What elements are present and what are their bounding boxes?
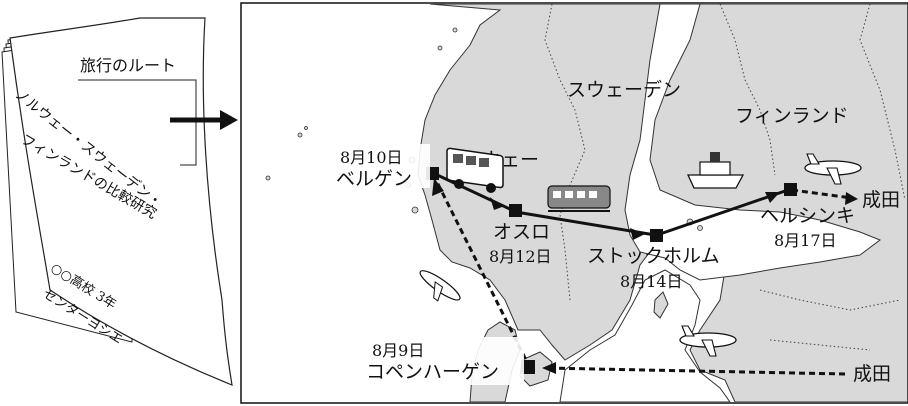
borders xyxy=(544,4,906,351)
bergen-date: 8月10日 xyxy=(340,148,403,167)
ship-icon xyxy=(686,152,745,189)
airplane-icon-north-sea xyxy=(419,270,461,302)
train-icon xyxy=(547,185,611,212)
stop-marker-stockholm xyxy=(650,229,663,242)
helsinki-date: 8月17日 xyxy=(774,231,837,250)
route-bergen-oslo xyxy=(432,171,513,212)
booklet: 旅行のルート ノルウェー・スウェーデン・ フィンランドの比較研究 ○○高校 3年… xyxy=(1,17,233,386)
narita-east: 成田 xyxy=(862,189,900,211)
route-stockholm-helsinki xyxy=(656,188,789,237)
route-copenhagen-bergen xyxy=(434,179,532,369)
oslo-name: オスロ xyxy=(493,221,550,243)
bergen-name: ベルゲン xyxy=(336,168,412,190)
gotland-island xyxy=(653,291,669,319)
stop-marker-helsinki xyxy=(784,183,797,196)
route-helsinki-narita xyxy=(791,188,853,200)
country-label-finland: フィンランド xyxy=(735,105,849,127)
copenhagen-date: 8月9日 xyxy=(372,341,424,360)
narita-south: 成田 xyxy=(853,363,891,385)
map: ノルウェー スウェーデン フィンランド xyxy=(240,2,908,404)
airplane-icon-helsinki xyxy=(804,153,862,185)
helsinki-name: ヘルシンキ xyxy=(760,205,855,227)
stop-marker-oslo xyxy=(509,204,522,217)
booklet-title: 旅行のルート xyxy=(80,56,176,75)
pointer-arrow xyxy=(170,110,238,130)
gulf-of-bothnia xyxy=(624,4,882,281)
copenhagen-name: コペンハーゲン xyxy=(366,361,499,383)
stop-marker-copenhagen xyxy=(521,360,535,374)
airplane-icon-copenhagen xyxy=(679,325,737,357)
stockholm-name: ストックホルム xyxy=(587,245,720,267)
country-label-sweden: スウェーデン xyxy=(567,79,681,101)
route-narita-copenhagen xyxy=(544,366,846,376)
booklet-cover xyxy=(9,17,233,386)
route-lines xyxy=(432,171,858,376)
oslo-date: 8月12日 xyxy=(489,247,552,266)
stockholm-date: 8月14日 xyxy=(620,272,683,291)
